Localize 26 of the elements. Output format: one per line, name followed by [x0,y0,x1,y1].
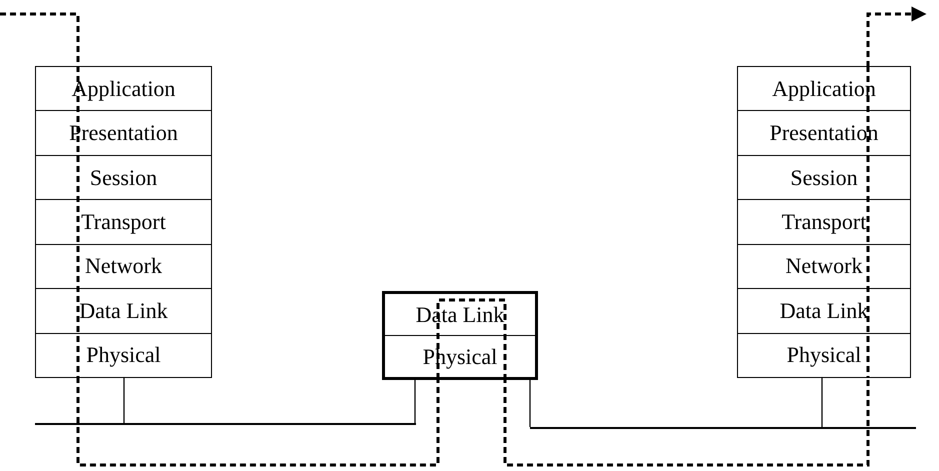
protocol-stack-box [35,66,212,378]
layer-label: Presentation [770,120,878,146]
layer-label: Application [72,76,176,102]
layer-label: Physical [786,342,862,368]
layer-label: Session [90,164,158,191]
bus-line [530,427,916,429]
layer-label: Data Link [79,298,168,324]
layer-label: Physical [86,342,161,368]
layer-label: Data Link [780,298,868,324]
layer-label: Network [85,253,162,280]
layer-label: Application [772,76,876,102]
layer-label: Network [786,253,862,280]
connector-line [414,377,416,423]
bridge-box [382,291,538,380]
dashed-arrow [866,6,926,67]
layer-label: Session [790,164,858,191]
connector-line [529,377,531,427]
bus-line [35,423,416,425]
protocol-stack-box [737,66,911,378]
layer-label: Transport [81,208,166,235]
dashed-line [76,376,440,466]
connector-line [123,376,125,423]
connector-line [821,376,823,427]
layer-label: Physical [422,344,498,370]
layer-label: Presentation [69,120,178,146]
layer-label: Transport [782,208,866,235]
